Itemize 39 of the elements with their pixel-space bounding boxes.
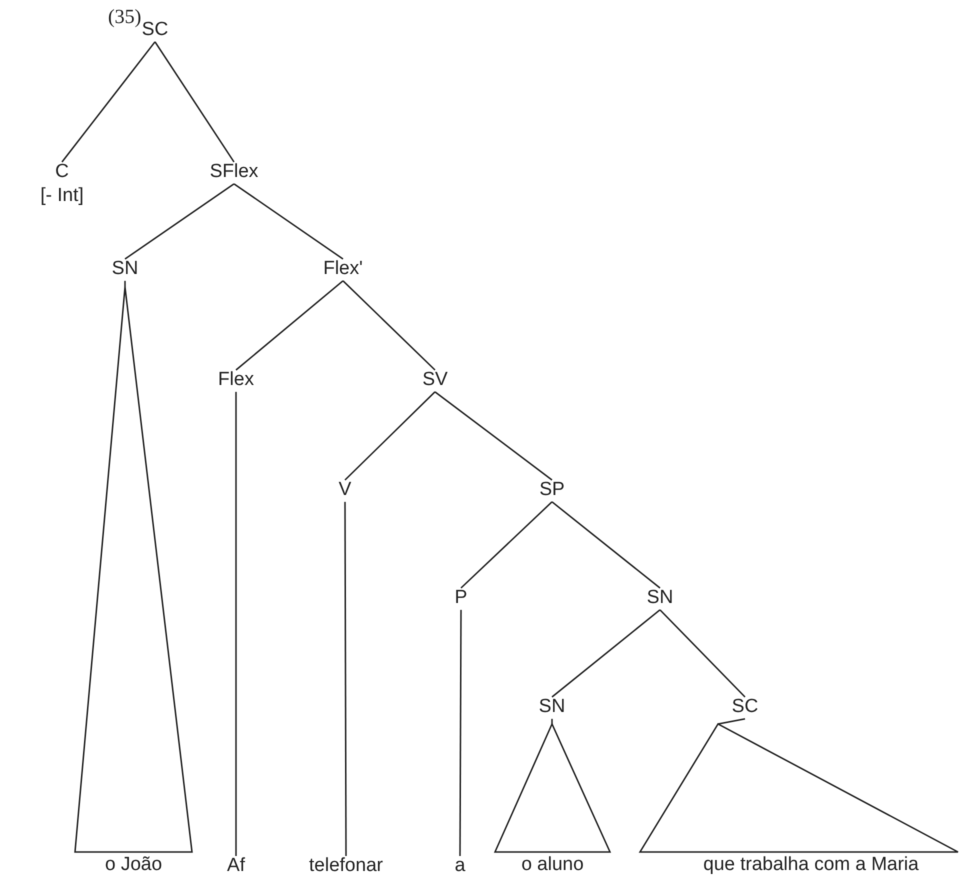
- tree-branch: [459, 610, 462, 856]
- category-label: C: [54, 160, 70, 184]
- leaf-words: o aluno: [521, 854, 584, 876]
- tree-branch: [344, 502, 347, 856]
- category-label: V: [338, 478, 352, 502]
- category-label: P: [454, 586, 468, 610]
- category-label: a: [454, 854, 466, 878]
- tree-branch: [552, 609, 660, 698]
- tree-branch: [235, 392, 237, 856]
- category-label: telefonar: [308, 854, 384, 878]
- category-label: SN: [538, 695, 566, 719]
- category-label: SC: [140, 18, 170, 42]
- tree-branch: [460, 501, 553, 589]
- leaf-words: o João: [104, 854, 162, 876]
- category-label: SFlex: [208, 160, 260, 184]
- tree-branch: [61, 41, 156, 162]
- tree-branch: [236, 280, 344, 371]
- category-label: SP: [538, 478, 566, 502]
- tree-branch: [124, 280, 126, 287]
- tree-branch: [718, 718, 746, 725]
- tree-branch: [434, 391, 552, 481]
- category-label: SN: [646, 586, 674, 610]
- category-label: SC: [730, 695, 760, 719]
- tree-branch: [154, 41, 235, 162]
- category-label: Flex': [322, 257, 364, 281]
- leaf-words: que trabalha com a Maria: [703, 854, 919, 876]
- tree-branch: [551, 718, 553, 724]
- tree-branch: [552, 501, 660, 589]
- category-label: SN: [110, 257, 140, 281]
- example-number: (35): [108, 6, 142, 29]
- tree-branch: [234, 183, 344, 260]
- tree-branch: [342, 280, 436, 371]
- tree-branch: [659, 609, 746, 698]
- category-label: Af: [226, 854, 246, 878]
- feature-label: [- Int]: [39, 184, 85, 208]
- category-label: Flex: [217, 368, 255, 392]
- tree-branch: [124, 183, 234, 260]
- category-label: SV: [421, 368, 449, 392]
- tree-branch: [344, 391, 436, 481]
